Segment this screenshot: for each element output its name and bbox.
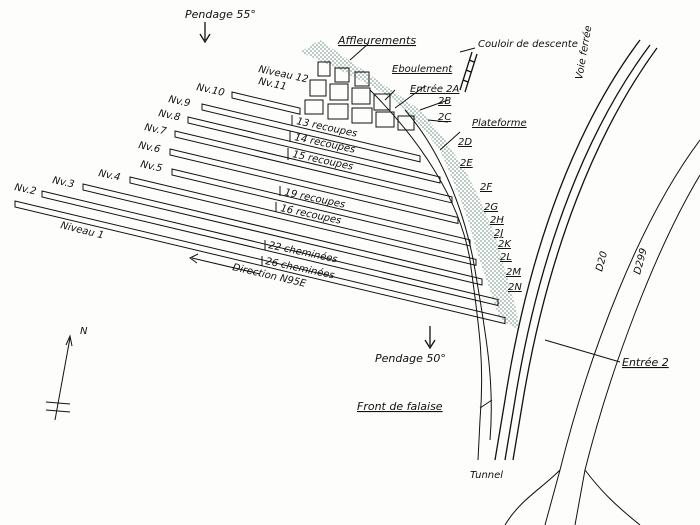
drift-gallery bbox=[231, 91, 301, 115]
entrance-label: 2M bbox=[506, 267, 521, 278]
entrance-label: 2J bbox=[494, 228, 503, 239]
road-d20-label: D20 bbox=[594, 250, 610, 273]
cliff-front-line bbox=[369, 89, 483, 461]
entree2-label: Entrée 2 bbox=[622, 356, 669, 369]
level-label: Nv.2 bbox=[13, 182, 37, 197]
upper-chambers bbox=[304, 61, 415, 131]
leader-lines bbox=[349, 43, 621, 409]
road-d299-label: D299 bbox=[632, 247, 650, 276]
drift-gallery bbox=[201, 103, 421, 163]
north-arrow-icon bbox=[45, 334, 73, 421]
level-label: Nv.7 bbox=[143, 122, 168, 137]
level-label: Nv.3 bbox=[51, 175, 75, 190]
entrance-label: 2F bbox=[480, 182, 492, 193]
pendage-top-label: Pendage 55° bbox=[185, 8, 256, 21]
direction-arrow bbox=[189, 253, 261, 275]
entrance-label: 2H bbox=[490, 215, 504, 226]
drift-gallery bbox=[129, 176, 477, 266]
entrance-label: 2C bbox=[438, 112, 451, 123]
eboulement-label: Eboulement bbox=[392, 64, 453, 75]
entrance-label: 2B bbox=[438, 96, 451, 107]
crosscut-markers bbox=[261, 115, 293, 266]
cliff-front-line-2 bbox=[404, 109, 492, 441]
level-label: Nv.4 bbox=[97, 168, 121, 183]
drift-gallery bbox=[41, 190, 499, 307]
entrance-label: 2N bbox=[508, 282, 522, 293]
dip-arrow-top bbox=[199, 22, 211, 44]
roads bbox=[504, 139, 700, 525]
level-label: Nv.9 bbox=[167, 94, 191, 109]
dip-arrow-bottom bbox=[424, 326, 436, 350]
north-label: N bbox=[80, 326, 88, 337]
drift-gallery bbox=[82, 183, 483, 286]
front-falaise-label: Front de falaise bbox=[357, 400, 443, 413]
entrance-label: 2E bbox=[460, 158, 473, 169]
voie-ferree-label: Voie ferrée bbox=[573, 25, 594, 81]
drift-gallery bbox=[169, 148, 459, 225]
entrance-label: 2L bbox=[500, 252, 512, 263]
couloir-ladder bbox=[459, 51, 478, 93]
plateforme-label: Plateforme bbox=[472, 118, 527, 129]
entrance-label: 2K bbox=[498, 239, 512, 250]
drift-gallery bbox=[14, 200, 506, 325]
entrance-label: 2D bbox=[458, 137, 472, 148]
railway bbox=[494, 39, 658, 461]
drift-gallery bbox=[171, 168, 471, 247]
level-label: Nv.8 bbox=[157, 108, 181, 123]
level-label: Nv.10 bbox=[195, 82, 225, 99]
level-label: Nv.5 bbox=[139, 159, 163, 174]
tunnel-label: Tunnel bbox=[470, 470, 503, 481]
pendage-bottom-label: Pendage 50° bbox=[375, 352, 446, 365]
entrance-label: 2G bbox=[484, 202, 498, 213]
affleurements-label: Affleurements bbox=[337, 34, 416, 47]
couloir-label: Couloir de descente bbox=[478, 39, 578, 50]
drift-gallery bbox=[187, 116, 441, 184]
entrance-label: Entrée 2A bbox=[410, 83, 460, 95]
level-label: Nv.6 bbox=[137, 140, 161, 155]
